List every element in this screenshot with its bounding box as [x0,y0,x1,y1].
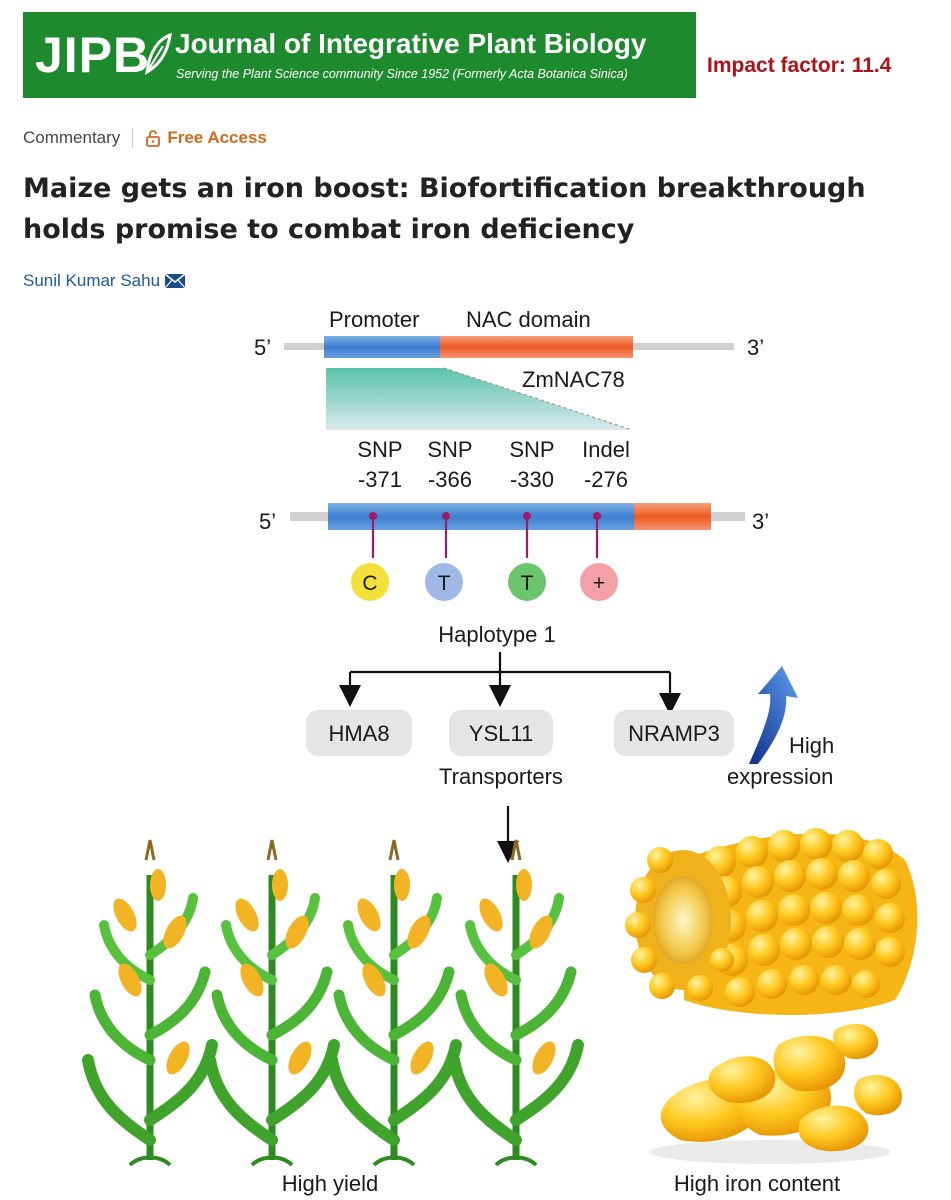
meta-divider [132,128,134,148]
allele-bubble-2 [425,563,463,601]
transporter-1: HMA8 [328,721,389,746]
maize-plant-icon [82,839,218,1167]
variant-type-1: SNP [357,437,402,462]
variant-type-3: SNP [509,437,554,462]
variant-labels: SNP -371 SNP -366 SNP -330 Indel -276 [357,437,629,492]
variant-type-4: Indel [582,437,630,462]
impact-factor: Impact factor: 11.4 [707,54,892,77]
allele-1: C [362,572,377,595]
high-yield-label: High yield [282,1171,379,1196]
branch-arrows [339,652,681,715]
author-line: Sunil Kumar Sahu [23,271,186,291]
maize-plants-group [82,839,578,1167]
variant-pos-3: -330 [510,467,554,492]
transporter-2: YSL11 [469,721,533,746]
leaf-icon [145,32,172,75]
article-meta: Commentary Free Access [23,128,267,148]
gene-diagram-bottom: 5’ 3’ [259,503,769,534]
allele-pins: C T T + [351,512,618,601]
author-name[interactable]: Sunil Kumar Sahu [23,271,161,290]
journal-logo: JIPB [35,27,151,83]
nac-domain-segment [440,336,633,358]
figure-graphical-abstract: Promoter NAC domain 5’ 3’ ZmNAC78 SNP -3… [82,307,918,1196]
allele-bubble-3 [508,563,546,601]
transporter-box-1 [306,710,412,756]
variant-type-2: SNP [427,437,472,462]
allele-bubble-4 [580,563,618,601]
transporters-label: Transporters [439,764,563,789]
allele-2: T [438,572,451,595]
journal-banner[interactable]: JIPB Journal of Integrative Plant Biolog… [23,12,696,98]
transporter-3: NRAMP3 [628,721,720,746]
promoter-segment [324,336,440,358]
three-prime-top: 3’ [747,335,764,360]
variant-pos-1: -371 [358,467,402,492]
free-access-badge: Free Access [167,128,267,147]
high-label: High [789,733,834,758]
allele-bubble-1 [351,563,389,601]
haplotype-label: Haplotype 1 [438,622,555,647]
gene-name-label: ZmNAC78 [522,367,625,392]
corn-kernels-icon [650,1024,903,1164]
five-prime-top: 5’ [254,335,271,360]
allele-4: + [593,572,605,595]
gene-diagram-top: Promoter NAC domain 5’ 3’ ZmNAC78 [254,307,764,431]
allele-3: T [521,572,534,595]
up-arrow-icon [749,666,798,764]
coding-region-zoomed [634,503,711,530]
transporters: HMA8 YSL11 NRAMP3 Transporters [306,710,734,789]
email-icon[interactable] [164,273,186,289]
corn-cob-icon [625,828,918,1015]
transporter-box-2 [449,710,553,756]
transporter-box-3 [614,710,734,756]
journal-subtitle: Serving the Plant Science community Sinc… [176,67,628,81]
nac-domain-label: NAC domain [466,307,591,332]
variant-pos-2: -366 [428,467,472,492]
zoom-projection-edge [443,367,633,431]
article-type[interactable]: Commentary [23,128,121,147]
unlock-icon [146,130,161,147]
five-prime-bottom: 5’ [259,509,276,534]
expression-label: expression [727,764,833,789]
high-iron-label: High iron content [674,1171,840,1196]
promoter-region-zoomed [328,503,634,530]
journal-title: Journal of Integrative Plant Biology [175,28,647,59]
zoom-projection [326,368,632,430]
variant-pos-4: -276 [584,467,628,492]
three-prime-bottom: 3’ [752,509,769,534]
promoter-label: Promoter [329,307,419,332]
article-title: Maize gets an iron boost: Biofortificati… [23,173,866,245]
